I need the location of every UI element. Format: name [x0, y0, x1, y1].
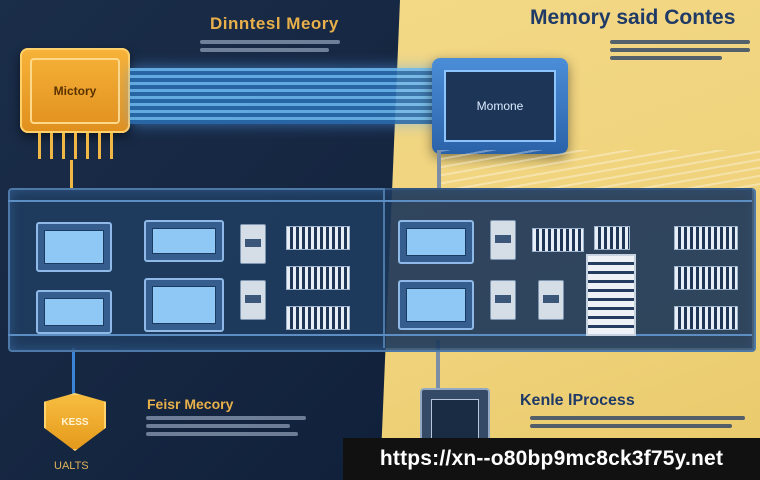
pin-strip-4: [532, 228, 584, 252]
gold-chip-label: Mictory: [30, 57, 120, 124]
gold-chip-pins: [36, 133, 116, 163]
ram-stack: [586, 254, 636, 336]
module-right-2: [398, 280, 474, 330]
shield-connector: [72, 348, 75, 394]
top-right-title: Memory said Contes: [530, 6, 736, 29]
pin-strip-6: [674, 226, 738, 250]
data-bus-lines: [130, 68, 450, 124]
bottom-left-title: Feisr Mecory: [147, 396, 234, 412]
small-chip-2: [240, 280, 266, 320]
module-right-1: [398, 220, 474, 264]
blue-memory-chip: Momone: [432, 58, 568, 154]
pin-strip-5: [594, 226, 630, 250]
gold-memory-chip: Mictory: [20, 48, 130, 133]
connector-bottom: [436, 340, 440, 390]
pin-strip-3: [286, 306, 350, 330]
board-trace-bottom: [8, 334, 752, 336]
pin-strip-8: [674, 306, 738, 330]
blue-chip-label: Momone: [444, 70, 556, 142]
small-chip-1: [240, 224, 266, 264]
url-text[interactable]: https://xn--o80bp9mc8ck3f75y.net: [379, 447, 724, 470]
module-left-1: [36, 222, 112, 272]
url-banner[interactable]: https://xn--o80bp9mc8ck3f75y.net: [343, 438, 760, 480]
light-streaks: [440, 150, 760, 190]
bottom-right-title: Kenle lProcess: [520, 392, 635, 409]
board-divider: [383, 188, 385, 348]
board-trace-top: [8, 200, 752, 202]
pin-strip-2: [286, 266, 350, 290]
connector-top: [437, 150, 441, 190]
module-left-2: [36, 290, 112, 334]
pin-strip-1: [286, 226, 350, 250]
gold-connector: [70, 160, 73, 190]
shield-caption: UALTS: [54, 460, 89, 472]
module-center-1: [144, 220, 224, 262]
pin-strip-7: [674, 266, 738, 290]
top-right-text-lines: [610, 40, 750, 64]
bottom-right-text-lines: [530, 416, 745, 432]
small-chip-5: [538, 280, 564, 320]
small-chip-4: [490, 280, 516, 320]
bottom-left-text-lines: [146, 416, 306, 440]
module-center-2: [144, 278, 224, 332]
top-left-title: Dinntesl Meory: [210, 14, 339, 33]
top-left-text-lines: [200, 40, 340, 56]
small-chip-3: [490, 220, 516, 260]
